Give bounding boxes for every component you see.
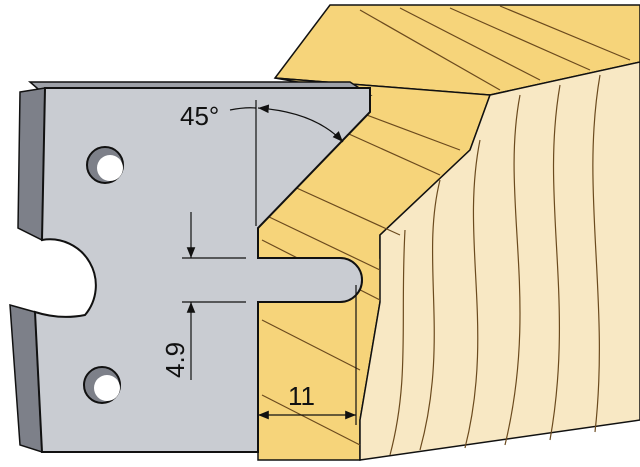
wood-end-grain bbox=[359, 61, 640, 461]
mounting-hole-lower bbox=[83, 366, 121, 404]
slot-depth-label: 11 bbox=[288, 381, 315, 411]
blade-face bbox=[33, 87, 371, 453]
angle-label: 45° bbox=[180, 101, 219, 131]
slot-height-label: 4.9 bbox=[160, 342, 190, 378]
wood-workpiece bbox=[257, 4, 640, 461]
cutter-blade bbox=[9, 81, 373, 454]
slot-depth-dimension bbox=[258, 285, 357, 425]
slot-height-dimension bbox=[182, 212, 246, 380]
angle-dimension bbox=[229, 100, 344, 226]
mounting-hole-upper bbox=[86, 146, 124, 184]
blade-left-edge-upper bbox=[17, 87, 46, 242]
